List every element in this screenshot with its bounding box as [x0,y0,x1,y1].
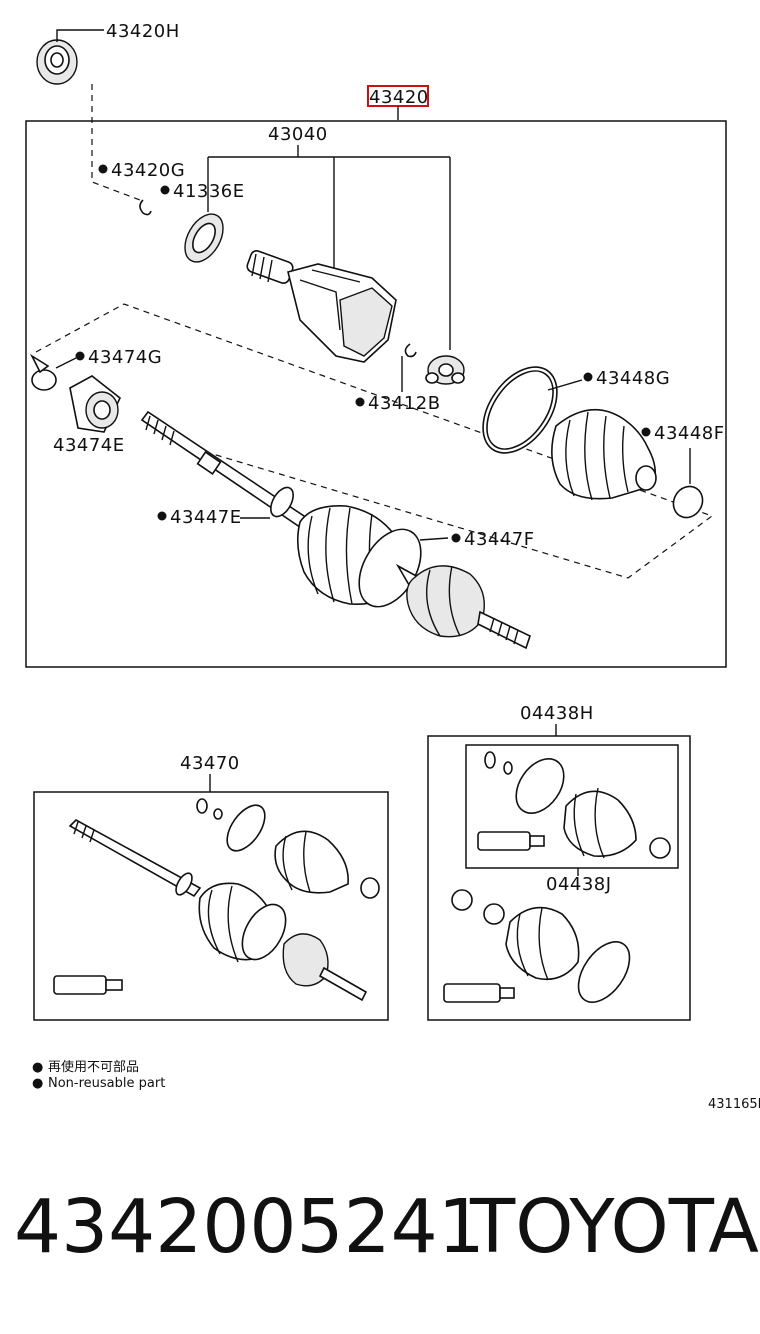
legend-text-jp: 再使用不可部品 [48,1059,139,1075]
nonreusable-dot-43447f [451,533,461,543]
label-43040: 43040 [268,124,328,145]
figure-code: 431165F [708,1097,760,1112]
clamp-43474g [30,353,57,391]
leader-43040 [207,145,451,350]
label-43412b: 43412B [368,393,441,414]
label-43447e: 43447E [170,507,242,528]
legend-text-en: Non-reusable part [48,1076,165,1091]
brand-name: TOYOTA [470,1184,759,1270]
label-43420g: 43420G [111,160,185,181]
boot-kit-04438j [477,751,671,859]
label-43474g: 43474G [88,347,162,368]
outboard-cv-joint [395,563,531,650]
boot-band-43448g-inner [486,370,554,450]
label-43447f: 43447F [464,529,535,550]
clamp-43447e [270,486,294,518]
legend-bullet-1: ● [32,1060,43,1075]
label-43448g: 43448G [596,368,670,389]
part-number: 4342005241 [14,1184,485,1270]
leader-dashed-43420h [91,84,141,201]
nonreusable-dot-43420g [98,164,108,174]
label-41336e: 41336E [173,181,245,202]
label-assembly-43420: 43420 [369,87,429,108]
inboard-boot [551,408,657,501]
label-04438h: 04438H [520,703,594,724]
nonreusable-dot-43448g [583,372,593,382]
dust-seal-43420h [36,29,104,85]
leader-43447f [419,537,449,541]
tripod-spider [425,355,465,385]
boot-kit-04438h [443,889,631,1003]
cv-joint-housing-43040 [246,250,397,363]
nonreusable-dot-43448f [641,427,651,437]
shaft-assembly-43470 [53,798,380,1002]
nonreusable-dot-43474g [75,351,85,361]
label-43474e: 43474E [53,435,125,456]
dynamic-damper-43474e [69,375,121,433]
label-43448f: 43448F [654,423,725,444]
legend-bullet-2: ● [32,1076,43,1091]
leader-43448g [547,379,583,391]
leader-43474g [55,357,77,369]
main-assembly-frame [25,120,727,668]
label-04438j: 04438J [546,874,612,895]
seal-41336e [184,213,224,263]
box-43470 [33,791,389,1021]
snap-ring-43412b [404,343,417,358]
label-43420h: 43420H [106,21,180,42]
nonreusable-dot-41336e [160,185,170,195]
box-04438h [427,735,691,1021]
nonreusable-dot-43447e [157,511,167,521]
snap-ring-43420g [139,199,152,216]
clamp-43448f [672,485,704,519]
exploded-boundary [35,303,714,579]
box-04438j [465,744,679,869]
nonreusable-dot-43412b [355,397,365,407]
label-43470: 43470 [180,753,240,774]
